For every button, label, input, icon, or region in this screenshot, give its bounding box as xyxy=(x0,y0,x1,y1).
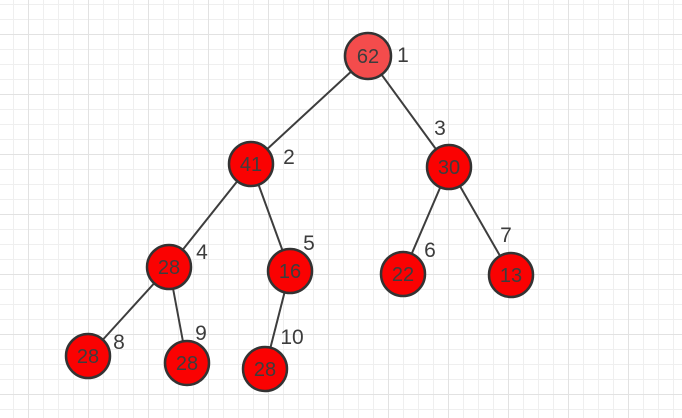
node-value: 28 xyxy=(158,257,180,279)
node-circle[interactable] xyxy=(163,339,211,387)
node-value: 28 xyxy=(77,346,99,368)
node-circle[interactable] xyxy=(487,251,535,299)
node-value: 41 xyxy=(240,154,262,176)
node-index-label[interactable]: 9 xyxy=(195,322,207,345)
node-circle[interactable] xyxy=(145,243,193,291)
node-value: 13 xyxy=(500,265,522,287)
node-value: 16 xyxy=(279,261,301,283)
node-index-label[interactable]: 10 xyxy=(280,326,303,349)
node-circle[interactable] xyxy=(227,140,275,188)
node-index-label[interactable]: 5 xyxy=(303,232,315,255)
tree-node[interactable]: 28 xyxy=(163,339,211,387)
tree-node[interactable]: 30 xyxy=(425,143,473,191)
node-index-label[interactable]: 2 xyxy=(283,146,295,169)
node-value: 22 xyxy=(392,264,414,286)
tree-node[interactable]: 28 xyxy=(145,243,193,291)
node-index-label[interactable]: 6 xyxy=(424,239,436,262)
node-value: 28 xyxy=(176,353,198,375)
node-index-label[interactable]: 3 xyxy=(434,117,446,140)
node-value: 28 xyxy=(254,359,276,381)
node-circle[interactable] xyxy=(425,143,473,191)
node-index-label[interactable]: 7 xyxy=(500,224,512,247)
tree-node[interactable]: 62 xyxy=(343,31,393,81)
node-circle[interactable] xyxy=(379,250,427,298)
node-circle[interactable] xyxy=(64,332,112,380)
node-value: 30 xyxy=(438,157,460,179)
node-circle[interactable] xyxy=(266,247,314,295)
tree-node[interactable]: 41 xyxy=(227,140,275,188)
tree-node[interactable]: 28 xyxy=(241,345,289,393)
tree-node[interactable]: 22 xyxy=(379,250,427,298)
node-index-label[interactable]: 1 xyxy=(397,44,409,67)
node-index-label[interactable]: 4 xyxy=(196,241,208,264)
tree-edge[interactable] xyxy=(250,55,369,165)
root-node-circle[interactable] xyxy=(343,31,393,81)
tree-node[interactable]: 13 xyxy=(487,251,535,299)
node-value: 62 xyxy=(357,46,379,68)
node-index-label[interactable]: 8 xyxy=(113,331,125,354)
tree-node[interactable]: 28 xyxy=(64,332,112,380)
tree-node[interactable]: 16 xyxy=(266,247,314,295)
node-circle[interactable] xyxy=(241,345,289,393)
